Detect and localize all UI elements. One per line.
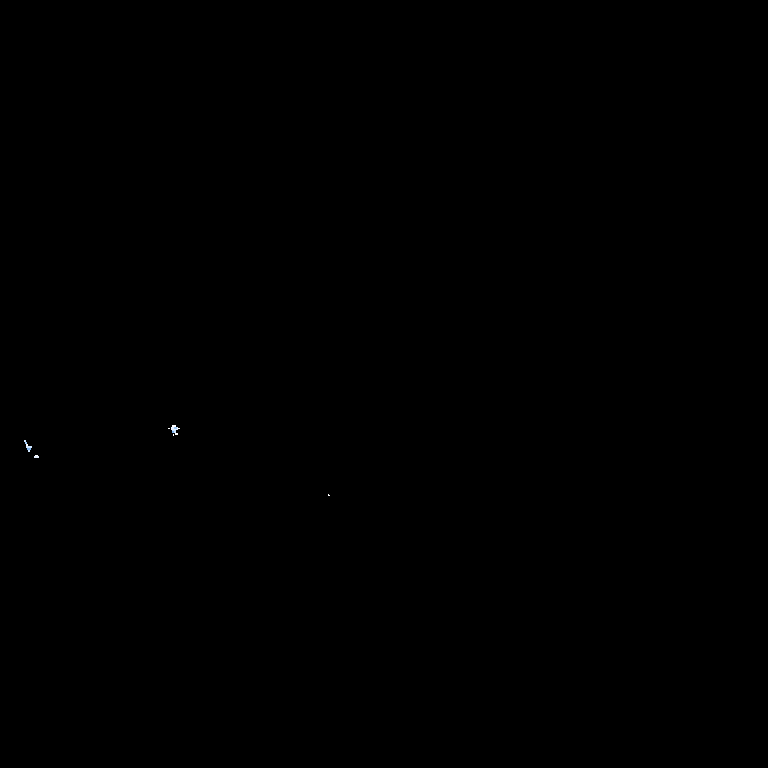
- speck-dot: [328, 494, 330, 496]
- speck-center-sparkle: [168, 424, 182, 437]
- speck-left-top: [24, 440, 28, 446]
- speck-left-middle: [26, 446, 32, 452]
- speck-left-bottom: [34, 455, 39, 458]
